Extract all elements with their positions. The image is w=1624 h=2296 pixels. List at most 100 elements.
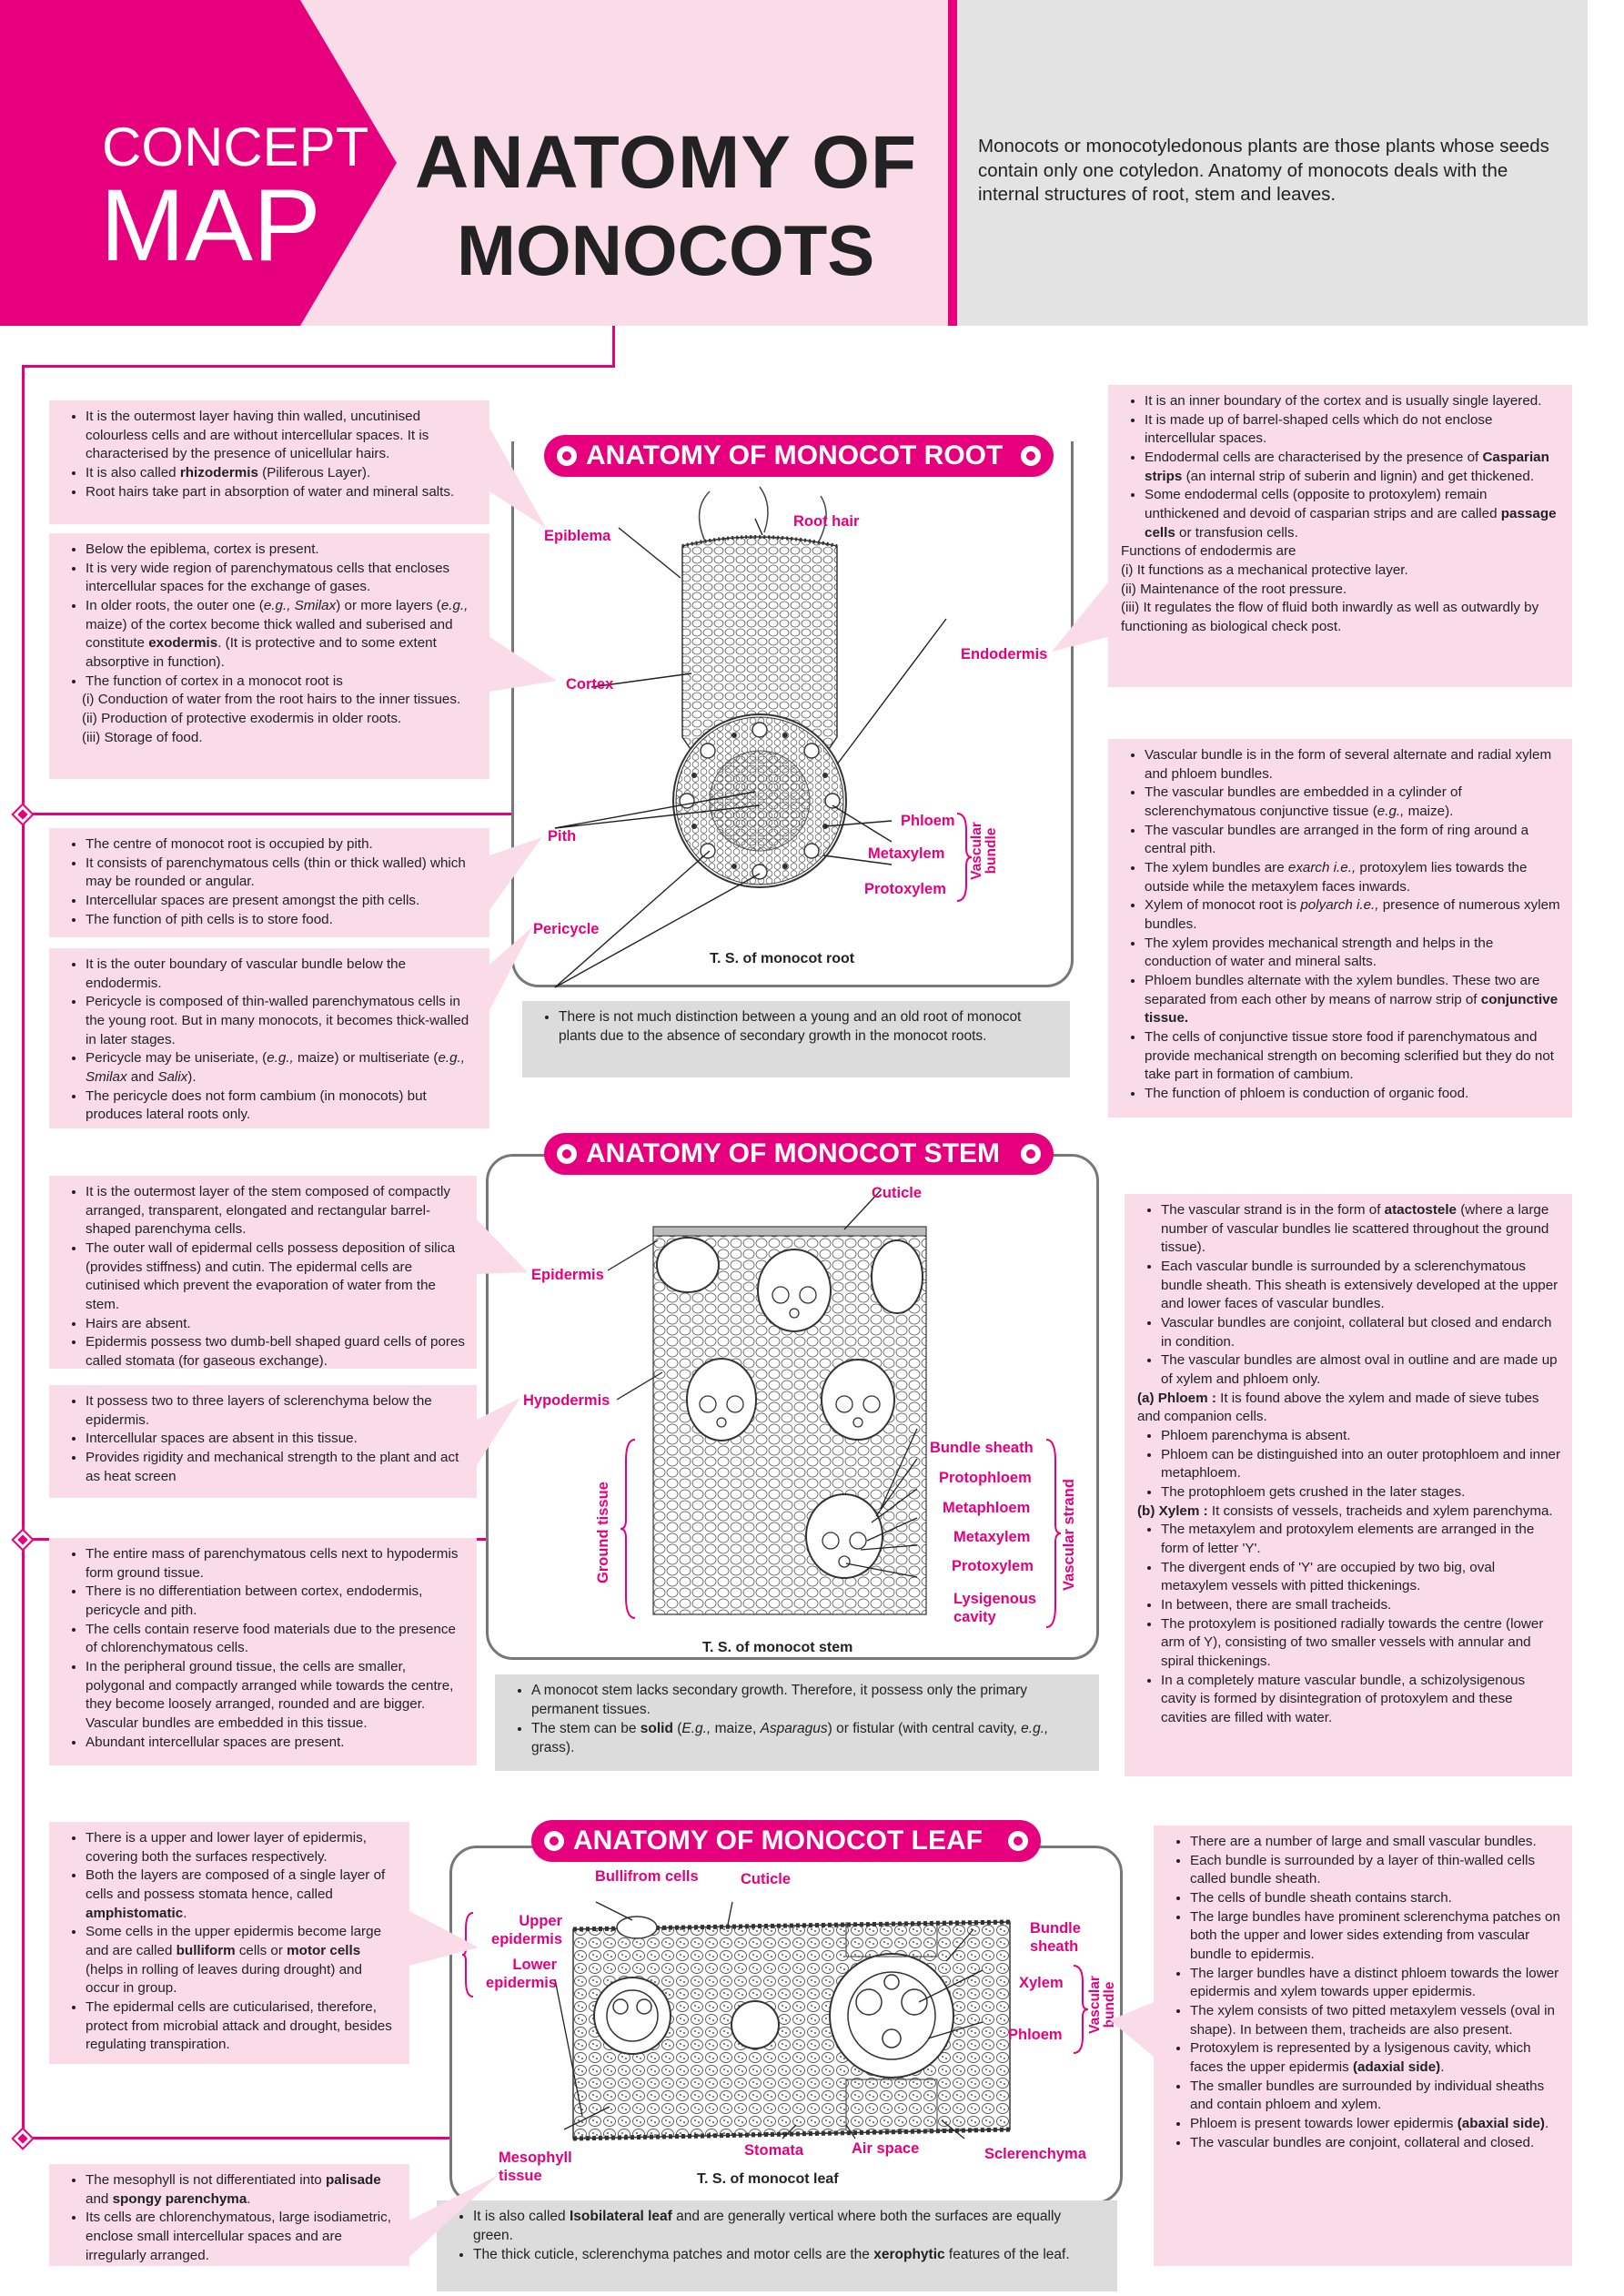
list-item: The stem can be solid (E.g., maize, Aspa… <box>531 1720 1086 1758</box>
list-item: It is also called rhizodermis (Piliferou… <box>86 464 479 483</box>
list-item: It is the outermost layer having thin wa… <box>86 408 479 464</box>
stem-heading-text: ANATOMY OF MONOCOT STEM <box>586 1138 1000 1168</box>
list-item: Both the layers are composed of a single… <box>86 1866 398 1923</box>
list-item: Phloem parenchyma is absent. <box>1161 1427 1561 1446</box>
header-right-panel <box>957 0 1588 326</box>
root-brace <box>956 813 973 902</box>
list-item: It is very wide region of parenchymatous… <box>86 560 479 597</box>
list-item: The function of pith cells is to store f… <box>86 911 479 930</box>
list-item: It is the outer boundary of vascular bun… <box>86 956 479 993</box>
leaf-label-stomata: Stomata <box>744 2142 804 2159</box>
list-item: (ii) Maintenance of the root pressure. <box>1121 581 1347 597</box>
list-item: Vascular bundles are conjoint, collatera… <box>1161 1314 1561 1351</box>
page-title-line2: MONOCOTS <box>457 210 875 290</box>
list-item: Below the epiblema, cortex is present. <box>86 541 479 560</box>
leaf-label-bulliform: Bullifrom cells <box>595 1868 699 1885</box>
stem-caption: T. S. of monocot stem <box>702 1640 853 1655</box>
list-item: The epidermal cells are cuticularised, t… <box>86 1998 398 2055</box>
list-item: Each vascular bundle is surrounded by a … <box>1161 1258 1561 1314</box>
list-item: The xylem provides mechanical strength a… <box>1145 935 1561 972</box>
list-item: The larger bundles have a distinct phloe… <box>1190 1965 1561 2002</box>
list-item: The protophloem gets crushed in the late… <box>1161 1483 1561 1502</box>
list-item: Functions of endodermis are <box>1121 543 1296 560</box>
list-item: A monocot stem lacks secondary growth. T… <box>531 1682 1086 1720</box>
list-item: Some endodermal cells (opposite to proto… <box>1145 486 1561 542</box>
stem-label-protophloem: Protophloem <box>939 1470 1032 1486</box>
list-item: The centre of monocot root is occupied b… <box>86 835 479 855</box>
list-item: Phloem can be distinguished into an oute… <box>1161 1446 1561 1483</box>
list-item: The function of cortex in a monocot root… <box>86 673 479 692</box>
list-item: The cells of bundle sheath contains star… <box>1190 1889 1561 1908</box>
stem-label-epidermis: Epidermis <box>531 1267 604 1283</box>
stem-epidermis-box: It is the outermost layer of the stem co… <box>49 1176 477 1369</box>
list-item: The xylem bundles are exarch i.e., proto… <box>1145 859 1561 896</box>
stem-label-hypodermis: Hypodermis <box>523 1392 610 1409</box>
list-item: Pericycle may be uniseriate, (e.g., maiz… <box>86 1049 479 1087</box>
list-item: In a completely mature vascular bundle, … <box>1161 1672 1561 1728</box>
root-label-endodermis: Endodermis <box>961 646 1048 663</box>
header: CONCEPT MAP ANATOMY OF MONOCOTS Monocots… <box>0 0 1588 326</box>
root-label-pericycle: Pericycle <box>533 921 600 937</box>
root-heading-text: ANATOMY OF MONOCOT ROOT <box>586 440 1004 470</box>
list-item: The vascular bundles are conjoint, colla… <box>1190 2134 1561 2153</box>
concept-label: CONCEPT <box>102 116 369 177</box>
leaf-mesophyll-box: The mesophyll is not differentiated into… <box>49 2164 409 2266</box>
list-item: It consists of parenchymatous cells (thi… <box>86 855 479 892</box>
stem-label-cuticle: Cuticle <box>872 1185 923 1201</box>
root-label-protoxylem: Protoxylem <box>864 881 946 897</box>
list-item: There are a number of large and small va… <box>1190 1833 1561 1852</box>
leaf-diagram <box>554 1901 1011 2141</box>
page-title-line1: ANATOMY OF <box>415 121 918 204</box>
leaf-vascular-brace <box>1073 1965 1089 2054</box>
stem-note: A monocot stem lacks secondary growth. T… <box>495 1674 1099 1771</box>
intro-text: Monocots or monocotyledonous plants are … <box>978 136 1549 206</box>
connector-h3 <box>22 2137 449 2139</box>
root-endodermis-box: It is an inner boundary of the cortex an… <box>1108 385 1572 687</box>
stem-label-metaxylem: Metaxylem <box>953 1529 1031 1545</box>
list-item: In between, there are small tracheids. <box>1161 1596 1561 1615</box>
list-item: Its cells are chlorenchymatous, large is… <box>86 2209 398 2265</box>
list-item: The xylem consists of two pitted metaxyl… <box>1190 2002 1561 2039</box>
list-item: The mesophyll is not differentiated into… <box>86 2171 398 2209</box>
root-diagram <box>554 486 947 988</box>
list-item: The thick cuticle, sclerenchyma patches … <box>473 2246 1105 2265</box>
list-item: Intercellular spaces are absent in this … <box>86 1430 466 1449</box>
root-heading: ANATOMY OF MONOCOT ROOT <box>544 435 1054 477</box>
list-item: The vascular strand is in the form of at… <box>1161 1201 1561 1258</box>
connector-top <box>612 326 615 368</box>
connector-left-spine <box>22 365 25 2139</box>
list-item: Protoxylem is represented by a lysigenou… <box>1190 2039 1561 2077</box>
leaf-label-bundle-sheath: Bundle sheath <box>1030 1920 1081 1955</box>
leaf-label-cuticle: Cuticle <box>741 1871 792 1887</box>
stem-label-protoxylem: Protoxylem <box>952 1558 1034 1574</box>
leaf-vascular-box: There are a number of large and small va… <box>1154 1826 1572 2266</box>
list-item: Pericycle is composed of thin-walled par… <box>86 993 479 1049</box>
root-epiblema-box: It is the outermost layer having thin wa… <box>49 400 489 524</box>
list-item: It is made up of barrel-shaped cells whi… <box>1145 411 1561 449</box>
list-item: (iii) It regulates the flow of fluid bot… <box>1121 600 1539 635</box>
connector-h1 <box>22 813 513 815</box>
list-item: (b) Xylem : It consists of vessels, trac… <box>1137 1502 1553 1519</box>
map-label: MAP <box>100 168 321 282</box>
list-item: The vascular bundles are arranged in the… <box>1145 822 1561 859</box>
list-item: Vascular bundle is in the form of severa… <box>1145 746 1561 784</box>
list-item: The metaxylem and protoxylem elements ar… <box>1161 1521 1561 1558</box>
list-item: Some cells in the upper epidermis become… <box>86 1923 398 1998</box>
leaf-epidermis-box: There is a upper and lower layer of epid… <box>49 1822 409 2064</box>
list-item: Xylem of monocot root is polyarch i.e., … <box>1145 896 1561 934</box>
list-item: It possess two to three layers of sclere… <box>86 1392 466 1430</box>
leaf-label-air-space: Air space <box>852 2140 920 2157</box>
stem-ground-box: The entire mass of parenchymatous cells … <box>49 1538 477 1765</box>
leaf-label-lower-epidermis: Lower epidermis <box>486 1957 557 1991</box>
root-label-phloem: Phloem <box>901 813 955 829</box>
list-item: Phloem is present towards lower epidermi… <box>1190 2115 1561 2134</box>
root-pericycle-box: It is the outer boundary of vascular bun… <box>49 948 489 1128</box>
stem-vascular-box: The vascular strand is in the form of at… <box>1125 1194 1572 1776</box>
list-item: The smaller bundles are surrounded by in… <box>1190 2078 1561 2115</box>
root-label-metaxylem: Metaxylem <box>868 845 945 862</box>
stem-label-bundle-sheath: Bundle sheath <box>930 1440 1034 1456</box>
list-item: (i) Conduction of water from the root ha… <box>82 692 461 708</box>
list-item: Endodermal cells are characterised by th… <box>1145 449 1561 486</box>
list-item: The large bundles have prominent scleren… <box>1190 1908 1561 1965</box>
list-item: The vascular bundles are almost oval in … <box>1161 1351 1561 1389</box>
